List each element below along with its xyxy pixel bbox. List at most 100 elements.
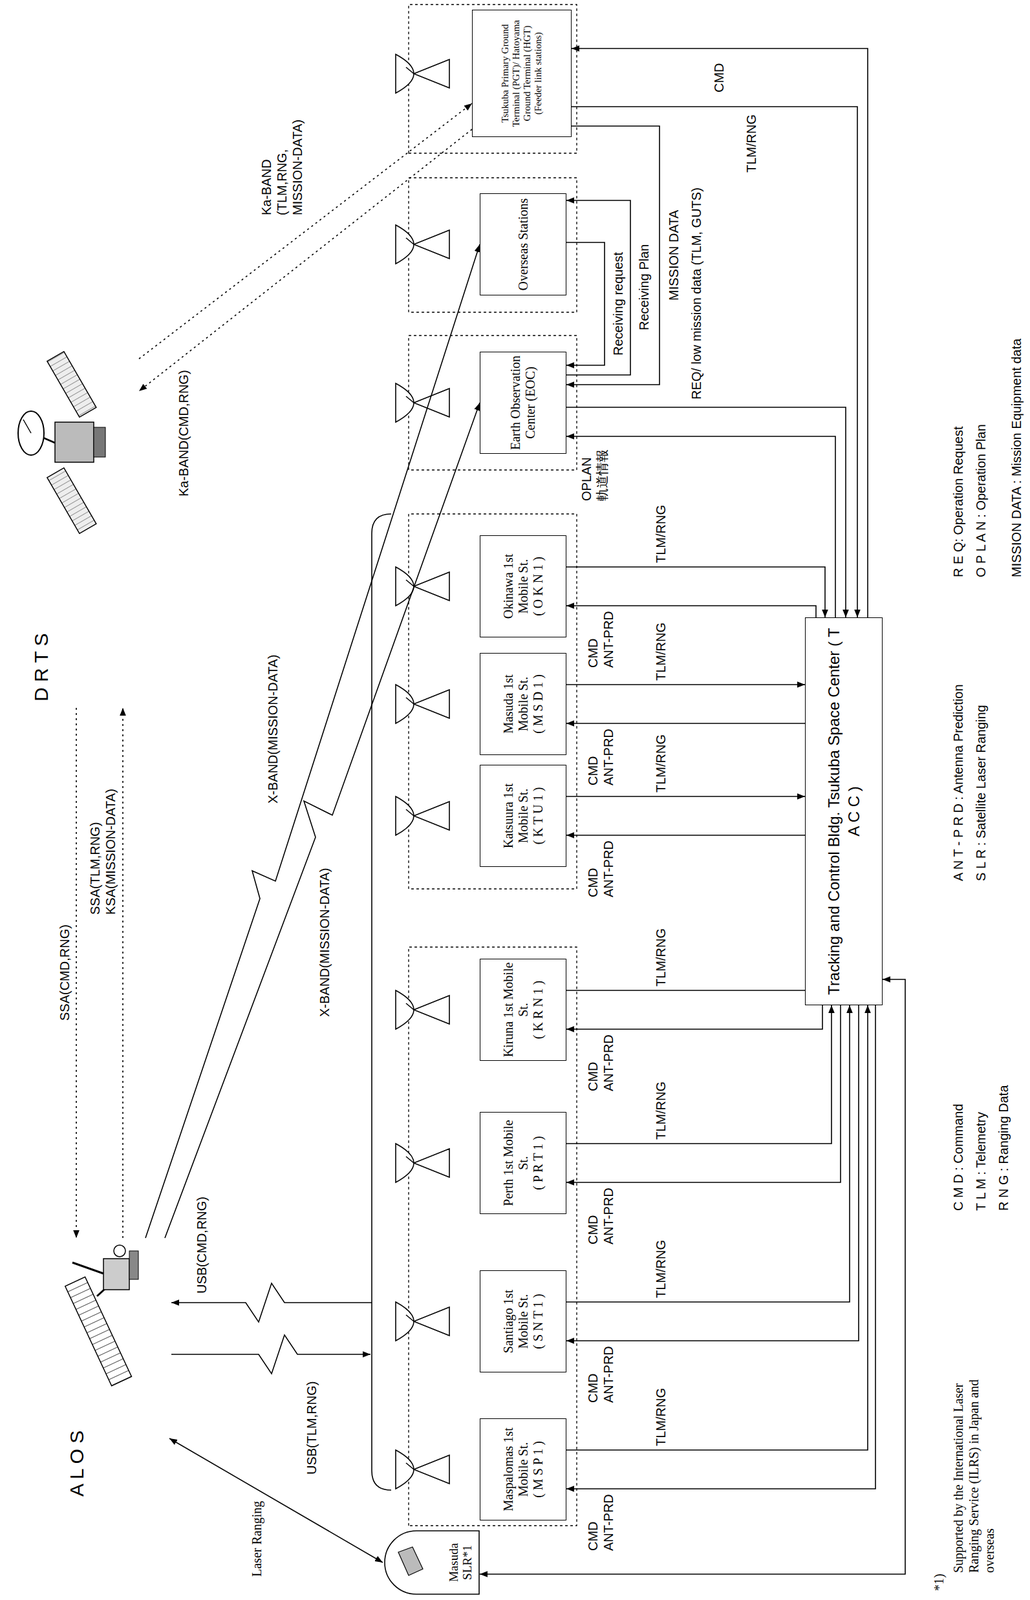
edge-label: Ka-BAND(CMD,RNG)	[175, 368, 192, 498]
node-text: Masuda SLR*1	[447, 1533, 475, 1593]
node-text: Katsuura 1st Mobile St.	[501, 768, 531, 864]
edge-label: SSA(TLM,RNG) KSA(MISSION-DATA)	[87, 758, 119, 917]
node-text: Masuda 1st Mobile St.	[501, 656, 531, 752]
station-box: Masuda 1st Mobile St.( M S D 1 )	[479, 653, 567, 756]
drts-satellite	[18, 351, 106, 535]
edge-label: REQ/ low mission data (TLM, GUTS)	[688, 186, 705, 401]
connector	[571, 48, 868, 618]
antenna-dish	[395, 1450, 414, 1490]
connector	[566, 1005, 823, 1030]
edge-label: Receiving request	[610, 250, 626, 357]
edge-label: CMD ANT-PRD	[585, 1031, 617, 1093]
antenna-feed	[406, 579, 414, 587]
edge-label: Receiving Plan	[636, 243, 652, 332]
telescope	[398, 1547, 423, 1576]
antenna-feed	[406, 1156, 414, 1164]
edge-label: OPLAN 軌道情報	[578, 441, 610, 503]
antenna-mount	[413, 801, 450, 831]
edge-label: TLM/RNG	[653, 1080, 669, 1142]
edge-label: Ka-BAND (TLM,RNG, MISSION-DATA)	[258, 104, 306, 217]
antenna-mount	[413, 689, 450, 719]
node-text: ( K R N 1 )	[530, 980, 546, 1040]
connector	[566, 722, 805, 725]
satellite-name: A L O S	[65, 1430, 88, 1497]
antenna-feed	[406, 1315, 414, 1322]
edge-label: CMD ANT-PRD	[585, 1343, 617, 1405]
connector	[566, 126, 660, 385]
edge-label: TLM/RNG	[653, 1238, 669, 1300]
antenna-feed	[406, 1003, 414, 1010]
antenna-mount	[413, 1307, 450, 1336]
abbreviation-note: T L M : Telemetry	[973, 1110, 989, 1213]
footnote: Supported by the International Laser Ran…	[950, 1339, 998, 1575]
connector	[566, 1005, 850, 1303]
connector	[566, 242, 605, 366]
antenna-dish	[395, 383, 414, 423]
node-text: Kiruna 1st Mobile St.	[501, 962, 531, 1058]
edge-label: Laser Ranging	[248, 1500, 265, 1579]
antenna-mount	[413, 572, 450, 601]
connector	[145, 244, 480, 1239]
edge-label: TLM/RNG	[653, 927, 669, 988]
connector	[164, 402, 480, 1239]
station-box: Kiruna 1st Mobile St.( K R N 1 )	[479, 958, 567, 1062]
footnote: *1)	[931, 1572, 947, 1593]
node-text: Overseas Stations	[515, 198, 531, 291]
edge-label: TLM/RNG	[653, 733, 669, 794]
connector	[169, 1438, 383, 1563]
antenna-mount	[413, 1148, 450, 1178]
node-text: Santiago 1st Mobile St.	[501, 1273, 531, 1370]
node-text: Tracking and Control Bldg. Tsukuba Space…	[823, 624, 864, 999]
connector	[566, 436, 836, 618]
satellite-node: A L O S	[38, 1238, 170, 1504]
antenna-dish	[395, 796, 414, 836]
usb-downlink-arrow	[171, 1335, 371, 1374]
edge-label: TLM/RNG	[653, 1386, 669, 1448]
antenna-feed	[406, 697, 414, 705]
abbreviation-note: C M D : Command	[950, 1102, 966, 1213]
connector	[566, 1005, 841, 1183]
station-box: Overseas Stations	[479, 193, 567, 296]
alos-satellite	[65, 1245, 139, 1387]
edge-label: SSA(CMD,RNG)	[56, 923, 73, 1023]
link-label: USB(CMD,RNG)	[193, 1195, 210, 1296]
antenna-feed	[406, 809, 414, 816]
station-box: Santiago 1st Mobile St.( S N T 1 )	[479, 1270, 567, 1373]
edge-label: TLM/RNG	[653, 621, 669, 683]
antenna-feed	[406, 396, 414, 403]
antenna-mount	[413, 1455, 450, 1484]
edge-label: CMD ANT-PRD	[585, 837, 617, 899]
edge-label: X-BAND(MISSION-DATA)	[265, 653, 281, 805]
antenna-dish	[395, 225, 414, 264]
node-text: Maspalomas 1st Mobile St.	[501, 1421, 531, 1518]
edge-label: TLM/RNG	[743, 113, 760, 174]
antenna-mount	[413, 230, 450, 259]
connector	[566, 684, 805, 686]
antenna-feed	[406, 1463, 414, 1470]
station-bracket	[371, 514, 392, 1491]
abbreviation-note: A N T - P R D : Antenna Prediction	[950, 682, 966, 883]
dome-shape	[384, 1531, 480, 1595]
antenna-dish	[395, 1302, 414, 1342]
satellite-node: D R T S	[3, 339, 140, 709]
edge-label: CMD ANT-PRD	[585, 1491, 617, 1553]
antenna-feed	[406, 67, 414, 74]
satellite-name: D R T S	[30, 633, 53, 702]
abbreviation-note: S L R : Satellite Laser Ranging	[973, 703, 989, 883]
node-text: Okinawa 1st Mobile St.	[501, 538, 531, 635]
node-text: ( S N T 1 )	[530, 1293, 546, 1349]
station-box: Maspalomas 1st Mobile St.( M S P 1 )	[479, 1418, 567, 1521]
station-box: Okinawa 1st Mobile St.( O K N 1 )	[479, 535, 567, 638]
antenna-mount	[413, 995, 450, 1025]
station-box: Earth Observation Center (EOC)	[479, 351, 567, 454]
node-text: Earth Observation Center (EOC)	[508, 354, 538, 451]
edge-label: MISSION DATA	[665, 208, 682, 302]
ground-antennas	[395, 54, 450, 1490]
slr-dome: Masuda SLR*1	[382, 1530, 480, 1596]
connector	[566, 1005, 876, 1490]
edge-label: CMD ANT-PRD	[585, 726, 617, 787]
connector	[566, 834, 805, 837]
antenna-dish	[395, 567, 414, 606]
connector	[571, 106, 858, 618]
antenna-dish	[395, 684, 414, 724]
